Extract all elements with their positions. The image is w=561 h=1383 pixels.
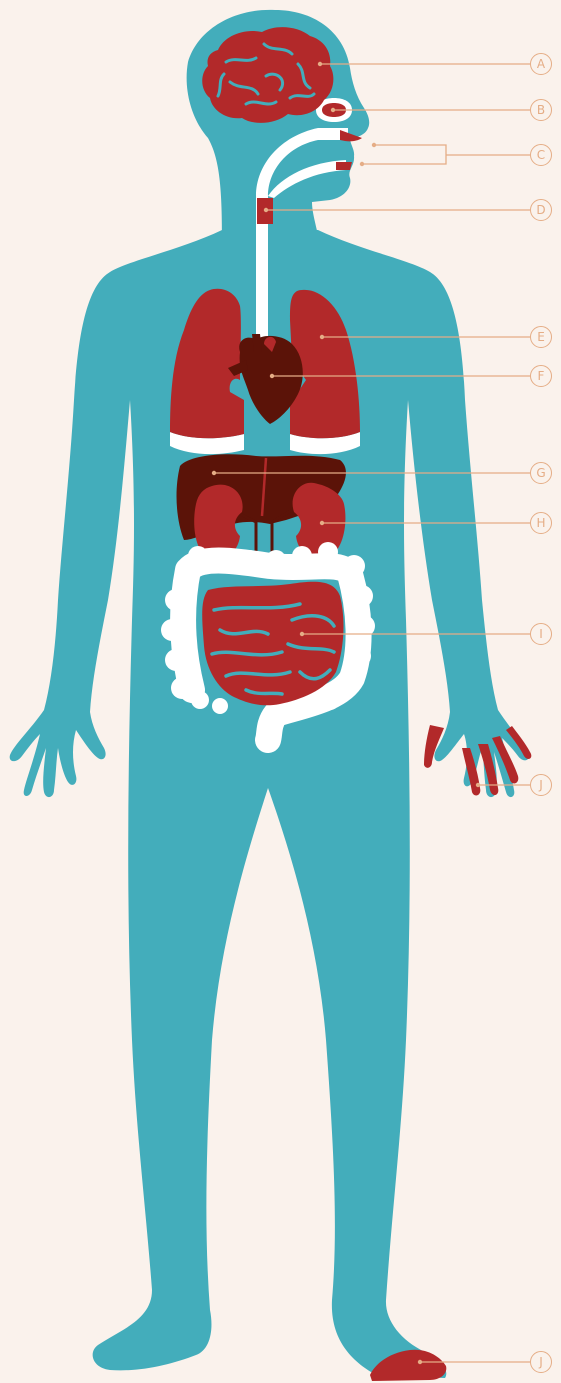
left-arm — [10, 400, 130, 797]
label-f: F — [530, 365, 552, 387]
label-g: G — [530, 462, 552, 484]
label-j-foot: J — [530, 1351, 552, 1373]
label-h: H — [530, 512, 552, 534]
label-a: A — [530, 53, 552, 75]
leader-c — [362, 145, 530, 164]
label-j-hand: J — [530, 774, 552, 796]
mouth — [336, 162, 352, 170]
right-arm — [408, 400, 529, 797]
label-d: D — [530, 199, 552, 221]
label-c: C — [530, 144, 552, 166]
label-i: I — [530, 623, 552, 645]
label-e: E — [530, 326, 552, 348]
small-intestine — [202, 582, 343, 706]
label-b: B — [530, 99, 552, 121]
